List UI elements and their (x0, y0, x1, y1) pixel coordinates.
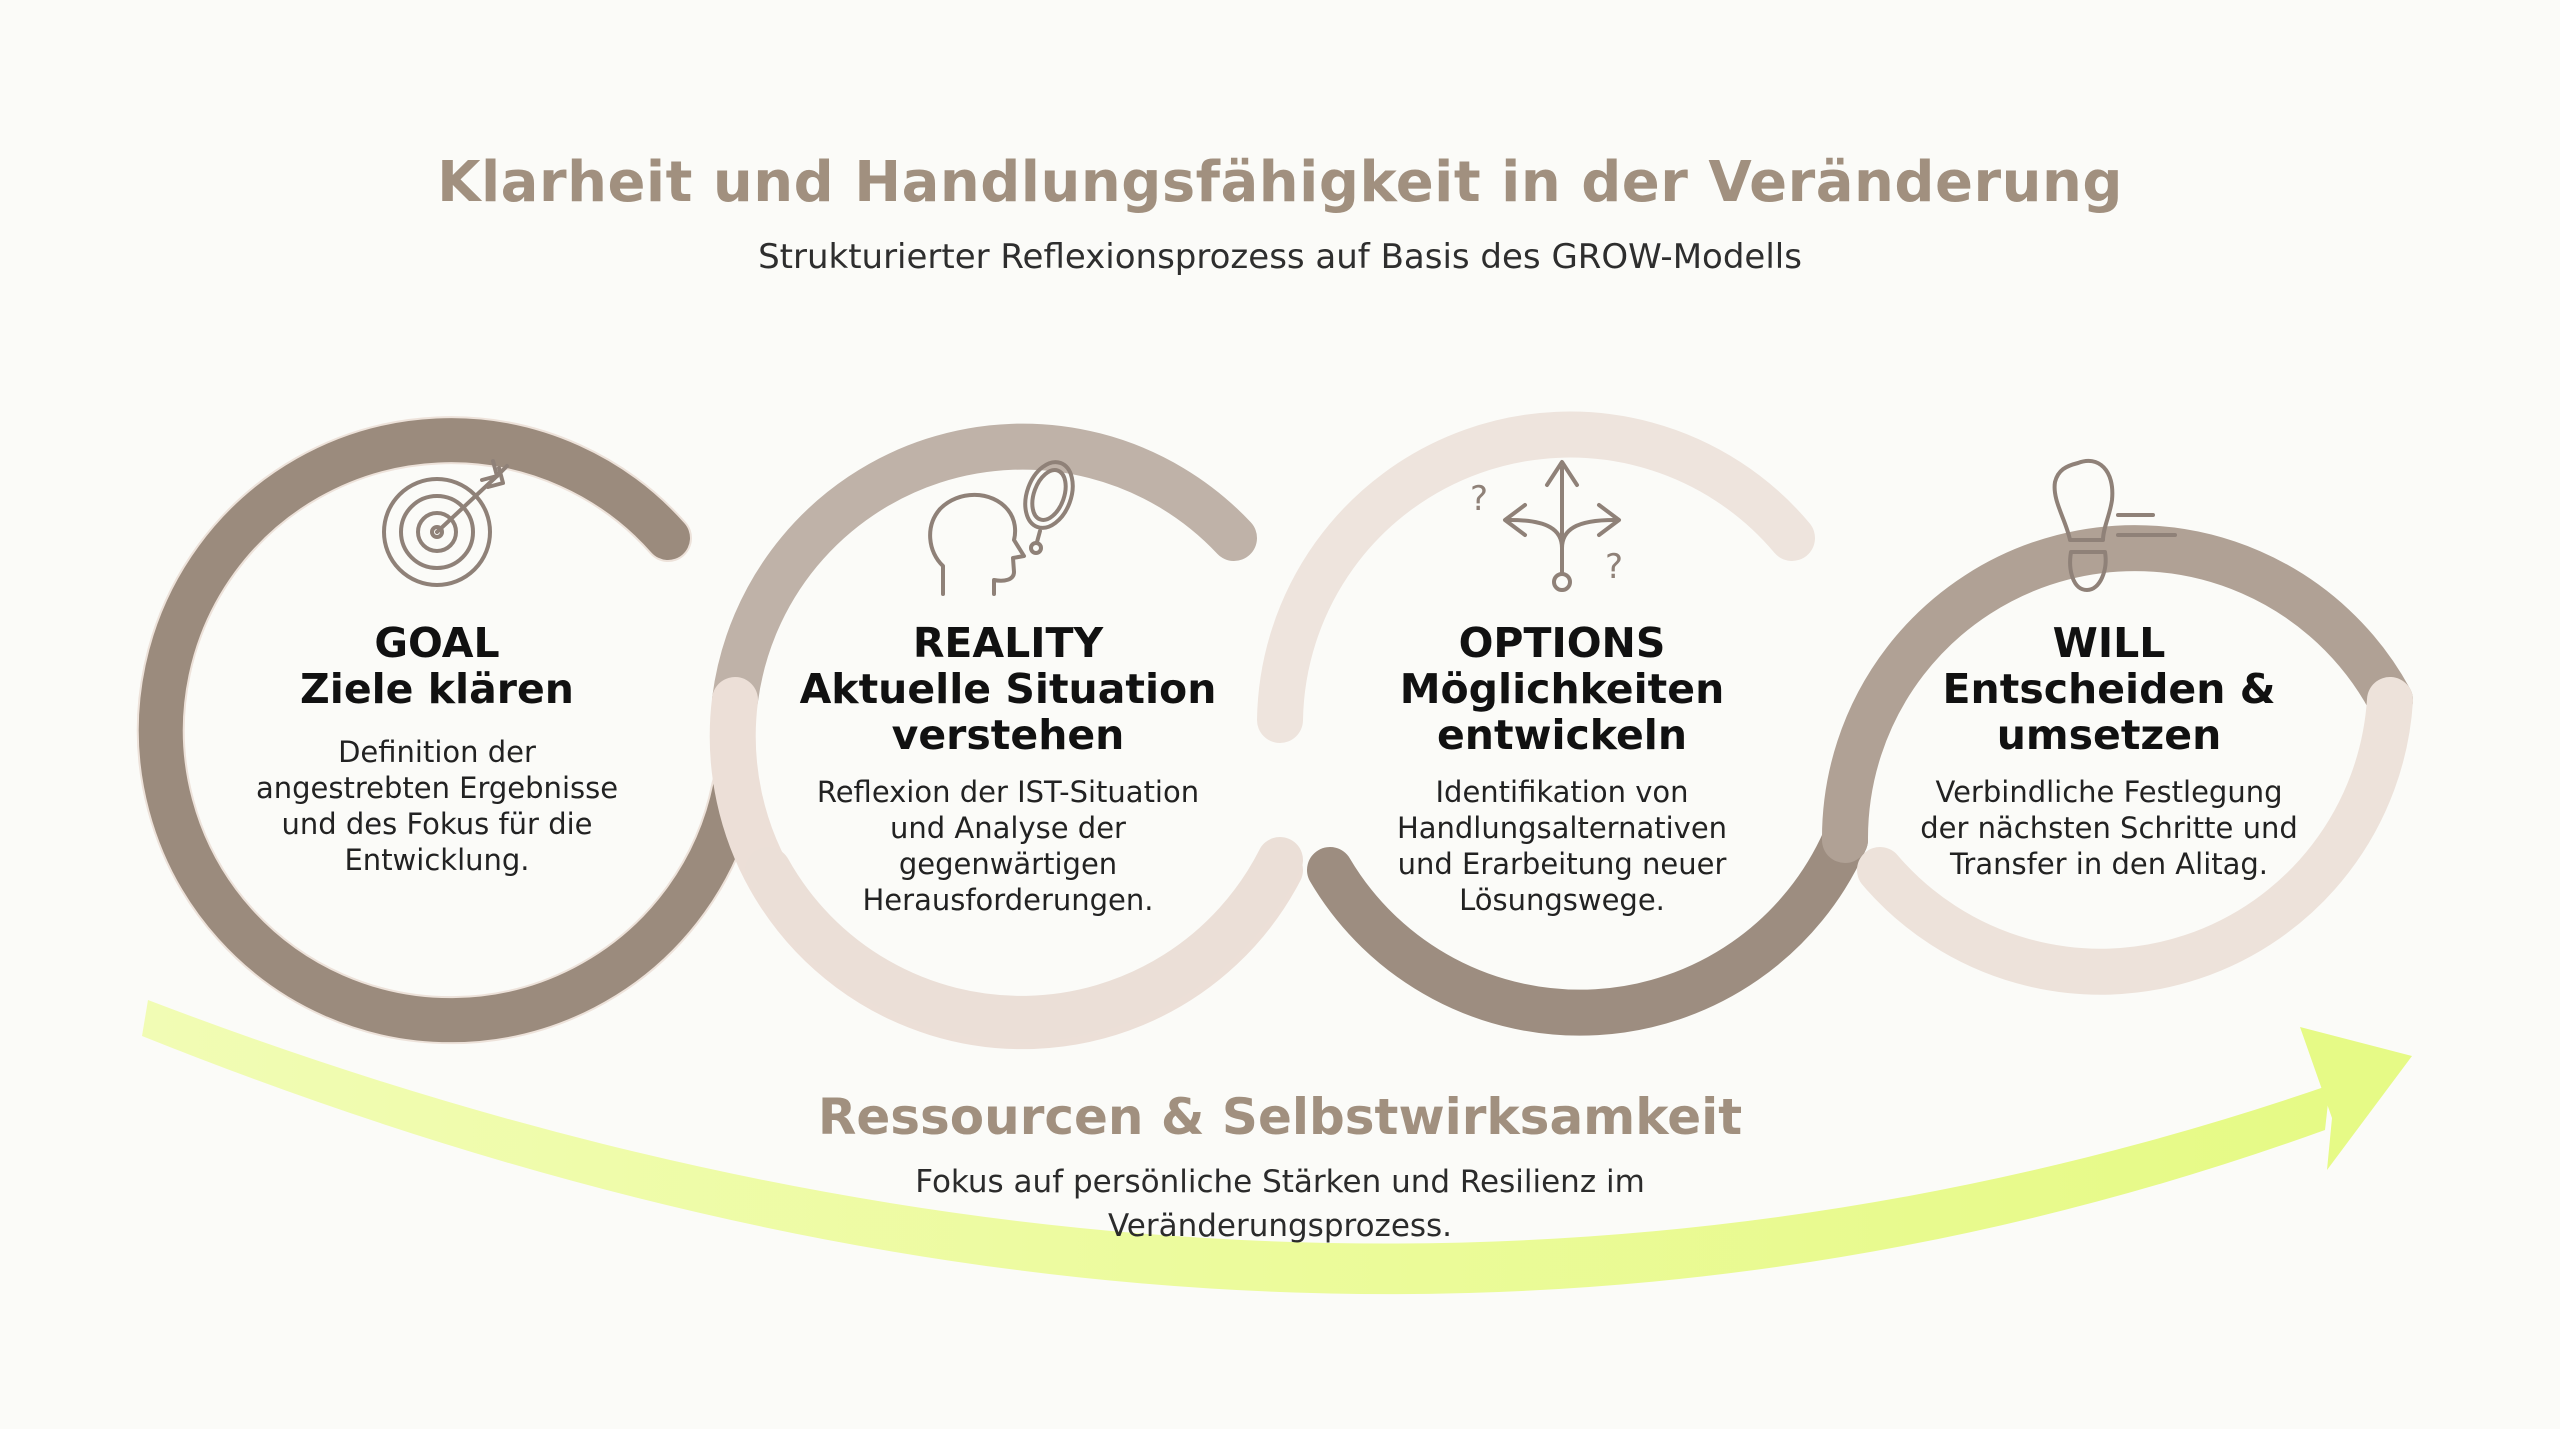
description-line: der nächsten Schritte und (1920, 811, 2298, 845)
stage-heading: REALITY Aktuelle Situation verstehen (793, 620, 1223, 758)
description-line: Transfer in den Alitag. (1949, 847, 2269, 881)
stage-heading: GOAL Ziele klären (222, 620, 652, 712)
stage-description: Definition der angestrebten Ergebnisse u… (222, 734, 652, 878)
will-ring-light (1857, 677, 2413, 995)
svg-text:?: ? (1470, 479, 1488, 519)
description-line: und des Fokus für die (281, 807, 593, 841)
description-line: gegenwärtigen (898, 847, 1118, 881)
stage-code: WILL (2052, 619, 2166, 667)
stage-title: Aktuelle Situation (799, 665, 1217, 713)
stage-title: Ziele klären (300, 665, 574, 713)
resources-description: Fokus auf persönliche Stärken und Resili… (880, 1160, 1680, 1248)
svg-text:?: ? (1605, 547, 1623, 587)
resources-description-line: Veränderungsprozess. (1107, 1208, 1453, 1244)
stage-description: Verbindliche Festlegung der nächsten Sch… (1894, 774, 2324, 882)
stage-options: OPTIONS Möglichkeiten entwickeln Identif… (1347, 620, 1777, 918)
stage-title: Möglichkeiten (1399, 665, 1725, 713)
goal-ring (138, 418, 757, 1043)
progress-arrow-head (2300, 1027, 2412, 1170)
head-mirror-icon (928, 460, 1075, 596)
description-line: Reflexion der IST-Situation (816, 775, 1200, 809)
stage-title-cont: entwickeln (1436, 711, 1688, 759)
branching-arrows-icon: ? ? (1470, 460, 1623, 592)
target-icon (382, 459, 509, 587)
description-line: Lösungswege. (1459, 883, 1665, 917)
description-line: und Analyse der (890, 811, 1126, 845)
progress-arrow-body (142, 1000, 2330, 1295)
stage-heading: WILL Entscheiden & umsetzen (1894, 620, 2324, 758)
options-ring-light (1257, 411, 1815, 743)
stage-title: Entscheiden & (1942, 665, 2276, 713)
stage-will: WILL Entscheiden & umsetzen Verbindliche… (1894, 620, 2324, 882)
description-line: Herausforderungen. (862, 883, 1154, 917)
stage-description: Reflexion der IST-Situation und Analyse … (793, 774, 1223, 918)
description-line: Handlungsalternativen (1396, 811, 1728, 845)
options-ring-dark (1307, 817, 1868, 1036)
description-line: angestrebten Ergebnisse (255, 771, 619, 805)
stage-goal: GOAL Ziele klären Definition der angestr… (222, 620, 652, 878)
footprint-icon (2052, 458, 2177, 592)
stage-description: Identifikation von Handlungsalternativen… (1347, 774, 1777, 918)
stage-code: OPTIONS (1458, 619, 1666, 667)
page-title: Klarheit und Handlungsfähigkeit in der V… (437, 150, 2123, 215)
stage-code: GOAL (374, 619, 500, 667)
description-line: und Erarbeitung neuer (1397, 847, 1727, 881)
description-line: Definition der (338, 735, 536, 769)
description-line: Entwicklung. (344, 843, 530, 877)
stage-code: REALITY (912, 619, 1104, 667)
stage-heading: OPTIONS Möglichkeiten entwickeln (1347, 620, 1777, 758)
description-line: Identifikation von (1435, 775, 1689, 809)
reality-ring-dark (712, 423, 1257, 723)
resources-title: Ressourcen & Selbstwirksamkeit (817, 1088, 1743, 1146)
will-ring-dark (1821, 525, 2413, 863)
stage-title-cont: verstehen (891, 711, 1125, 759)
stage-title-cont: umsetzen (1996, 711, 2222, 759)
stage-reality: REALITY Aktuelle Situation verstehen Ref… (793, 620, 1223, 918)
resources-description-line: Fokus auf persönliche Stärken und Resili… (915, 1164, 1645, 1200)
description-line: Verbindliche Festlegung (1935, 775, 2283, 809)
page-subtitle: Strukturierter Reflexionsprozess auf Bas… (758, 237, 1802, 277)
reality-ring-lower (745, 837, 1303, 1042)
